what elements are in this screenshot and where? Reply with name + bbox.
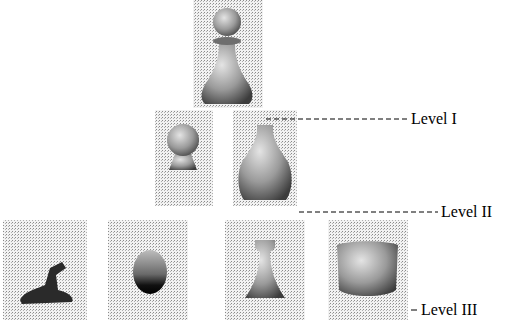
pawn-body	[202, 44, 253, 104]
level-line	[266, 119, 408, 120]
pawn-figure	[202, 8, 253, 104]
tile	[225, 220, 305, 320]
level-label: Level I	[411, 110, 457, 128]
level-line	[411, 310, 417, 311]
tile	[3, 220, 87, 320]
tile	[233, 110, 297, 206]
tile	[328, 220, 408, 320]
tile	[108, 220, 188, 320]
ball-part	[167, 124, 199, 170]
egg-part	[133, 250, 167, 294]
pawn-head	[213, 8, 241, 36]
image-tiles	[3, 0, 408, 320]
level-lines	[266, 119, 438, 310]
drum-part	[337, 241, 398, 296]
tile	[155, 110, 213, 206]
ball	[167, 124, 199, 156]
level-label: Level III	[421, 301, 477, 319]
horn-part	[20, 262, 73, 304]
pawn-collar	[213, 37, 241, 45]
ball-stand	[169, 154, 197, 170]
stem-part	[245, 240, 285, 298]
level-label: Level II	[441, 203, 492, 221]
level-line	[299, 212, 438, 213]
tile	[193, 0, 263, 108]
vase-part	[238, 125, 291, 200]
